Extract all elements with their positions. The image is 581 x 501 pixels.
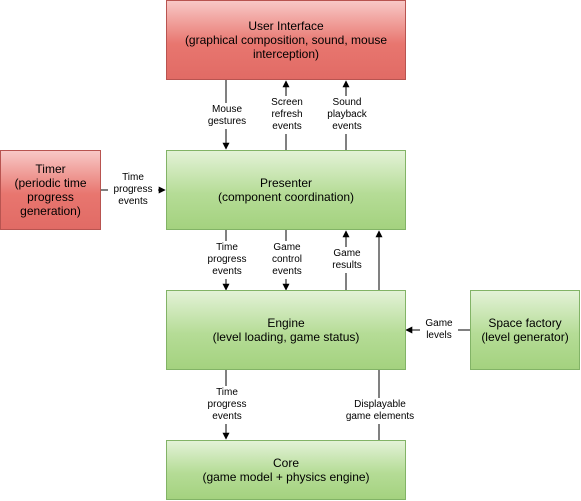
label-presenter-time-progress: Time progress events (202, 241, 252, 279)
user-interface-box: User Interface (graphical composition, s… (166, 0, 406, 80)
label-displayable-game-elements: Displayable game elements (338, 398, 422, 424)
core-box: Core (game model + physics engine) (166, 440, 406, 500)
label-game-levels: Game levels (420, 317, 458, 343)
label-game-control-events: Game control events (264, 241, 310, 279)
label-mouse-gestures: Mouse gestures (202, 103, 252, 129)
label-timer-time-progress: Time progress events (108, 171, 158, 209)
space-factory-box: Space factory (level generator) (470, 290, 580, 370)
presenter-box: Presenter (component coordination) (166, 150, 406, 230)
label-screen-refresh-events: Screen refresh events (264, 96, 310, 134)
label-game-results: Game results (326, 247, 368, 273)
timer-box: Timer (periodic time progress generation… (0, 150, 101, 230)
label-sound-playback-events: Sound playback events (320, 96, 374, 134)
engine-box: Engine (level loading, game status) (166, 290, 406, 370)
label-engine-time-progress: Time progress events (202, 386, 252, 424)
